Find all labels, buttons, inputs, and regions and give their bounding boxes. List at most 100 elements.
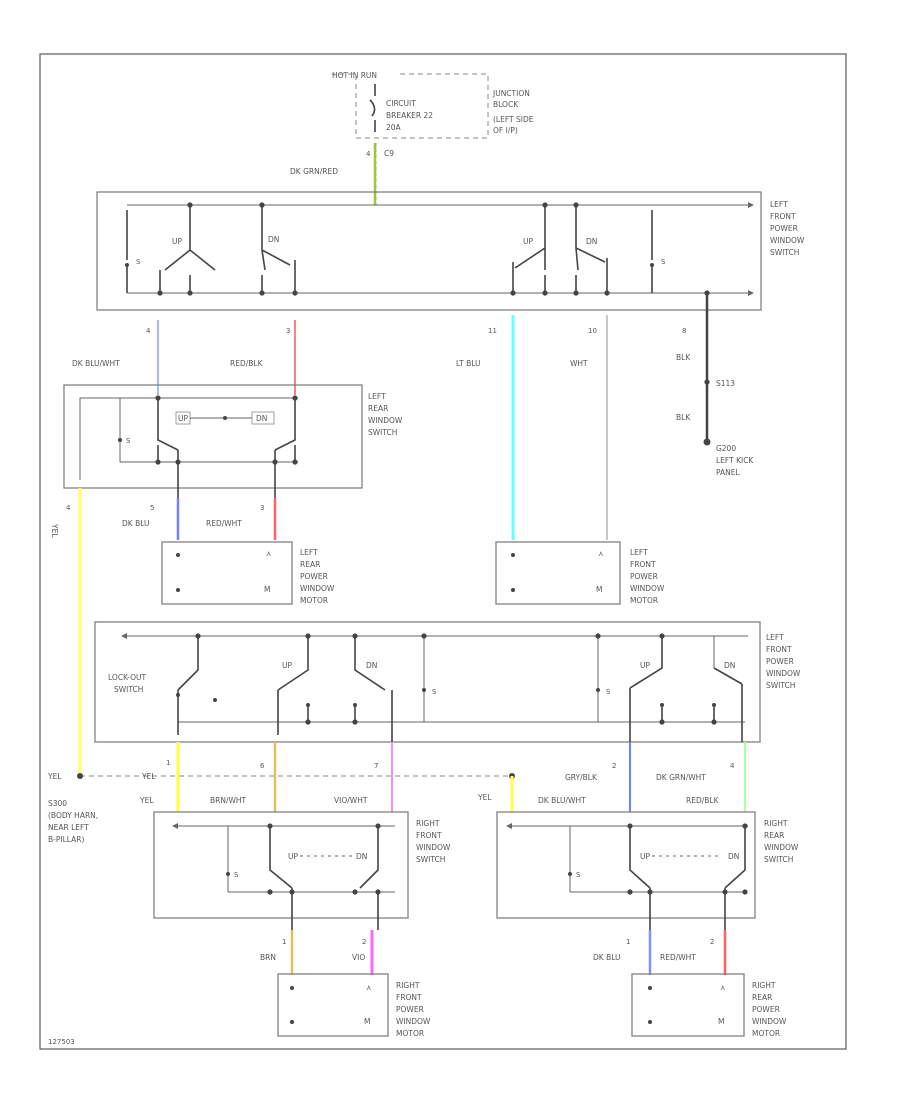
right-front-motor-label-5: MOTOR <box>396 1029 424 1038</box>
svg-text:3: 3 <box>286 327 290 335</box>
supply-wire-label: DK GRN/RED <box>290 167 338 176</box>
right-front-switch-label-2: FRONT <box>416 831 442 840</box>
svg-text:S: S <box>576 871 581 879</box>
right-rear-switch-label-1: RIGHT <box>764 819 788 828</box>
right-front-motor-label-1: RIGHT <box>396 981 420 990</box>
svg-text:DK BLU: DK BLU <box>593 953 621 962</box>
right-rear-switch: S UP DN RIGHT REAR WINDOW SWITCH <box>496 811 799 930</box>
right-front-switch-label-1: RIGHT <box>416 819 440 828</box>
svg-text:10: 10 <box>588 327 597 335</box>
svg-text:SWITCH: SWITCH <box>114 685 143 694</box>
right-front-switch-label-3: WINDOW <box>416 843 451 852</box>
svg-text:DK GRN/WHT: DK GRN/WHT <box>656 773 706 782</box>
svg-text:M: M <box>596 585 602 594</box>
left-front-motor-label-2: FRONT <box>630 560 656 569</box>
svg-text:4: 4 <box>146 327 151 335</box>
svg-text:S: S <box>136 258 141 266</box>
right-rear-motor-label-5: MOTOR <box>752 1029 780 1038</box>
svg-text:BRN: BRN <box>260 953 276 962</box>
svg-text:LOCK-OUT: LOCK-OUT <box>108 673 146 682</box>
svg-text:UP: UP <box>282 661 292 670</box>
wire-lt-blu-label: LT BLU <box>456 359 481 368</box>
ground-point-2: LEFT KICK <box>716 456 754 465</box>
right-front-motor-label-2: FRONT <box>396 993 422 1002</box>
splice-label-2: (BODY HARN, <box>48 811 98 820</box>
lf-switch-top-label-1: LEFT <box>770 200 788 209</box>
top-switch-wires: 4 DK BLU/WHT 3 RED/BLK 11 LT BLU 10 WHT … <box>72 293 754 540</box>
left-front-motor-label-3: POWER <box>630 572 658 581</box>
left-rear-motor-wires: 5 DK BLU 3 RED/WHT 4 YEL <box>50 488 277 776</box>
connector-pin: 4 <box>366 150 371 158</box>
left-front-motor-label-4: WINDOW <box>630 584 665 593</box>
hot-in-run-label: HOT IN RUN <box>332 71 377 80</box>
right-rear-switch-label-3: WINDOW <box>764 843 799 852</box>
svg-text:YEL: YEL <box>141 772 156 781</box>
ground-point-1: G200 <box>716 444 736 453</box>
svg-text:GRY/BLK: GRY/BLK <box>565 773 598 782</box>
left-rear-switch: S UP DN LEFT REAR WINDOW SWITCH <box>63 384 403 500</box>
svg-text:7: 7 <box>374 762 378 770</box>
right-rear-motor-label-1: RIGHT <box>752 981 776 990</box>
right-rear-motor-label-2: REAR <box>752 993 772 1002</box>
svg-text:VIO: VIO <box>352 953 365 962</box>
right-motor-wires: 1 BRN 2 VIO 1 DK BLU 2 RED/WHT <box>260 930 727 975</box>
diagram-frame <box>39 53 847 1050</box>
wire-dk-blu-wht-label: DK BLU/WHT <box>72 359 120 368</box>
svg-text:S: S <box>432 688 437 696</box>
connector-c9: C9 <box>384 149 394 158</box>
left-front-motor-label-1: LEFT <box>630 548 648 557</box>
lf-master-switch-mid: LOCK-OUT SWITCH UP DN S S UP DN LEFT FRO… <box>94 621 801 743</box>
svg-text:DN: DN <box>724 661 735 670</box>
junction-label-3: (LEFT SIDE <box>493 115 534 124</box>
diagram-id: 127503 <box>48 1038 75 1046</box>
right-front-motor-label-4: WINDOW <box>396 1017 431 1026</box>
left-rear-motor-label-4: WINDOW <box>300 584 335 593</box>
svg-text:DN: DN <box>356 852 367 861</box>
svg-text:S: S <box>661 258 666 266</box>
svg-text:UP: UP <box>172 237 182 246</box>
svg-text:4: 4 <box>66 504 71 512</box>
splice-label-1: S300 <box>48 799 67 808</box>
power-source: HOT IN RUN CIRCUIT BREAKER 22 20A JUNCTI… <box>290 71 534 205</box>
left-rear-motor-label-3: POWER <box>300 572 328 581</box>
svg-text:RED/BLK: RED/BLK <box>686 796 720 805</box>
svg-text:⋏: ⋏ <box>720 983 726 992</box>
ground-wire-label-1: BLK <box>676 353 691 362</box>
lf-switch-mid-label-2: FRONT <box>766 645 792 654</box>
svg-text:2: 2 <box>612 762 616 770</box>
left-rear-motor-label-2: REAR <box>300 560 320 569</box>
wire-lr-red-wht: RED/WHT <box>206 519 242 528</box>
svg-text:DN: DN <box>728 852 739 861</box>
svg-text:VIO/WHT: VIO/WHT <box>334 796 368 805</box>
svg-text:8: 8 <box>682 327 686 335</box>
svg-text:⋏: ⋏ <box>266 549 272 558</box>
left-rear-switch-label-2: REAR <box>368 404 388 413</box>
left-rear-switch-label-3: WINDOW <box>368 416 403 425</box>
svg-text:M: M <box>364 1017 370 1026</box>
svg-text:2: 2 <box>362 938 366 946</box>
svg-text:6: 6 <box>260 762 265 770</box>
svg-text:1: 1 <box>626 938 630 946</box>
right-rear-motor: ⋏ M RIGHT REAR POWER WINDOW MOTOR <box>631 973 787 1038</box>
svg-text:S: S <box>606 688 611 696</box>
svg-text:DN: DN <box>268 235 279 244</box>
right-rear-motor-label-4: WINDOW <box>752 1017 787 1026</box>
svg-text:5: 5 <box>150 504 154 512</box>
left-rear-motor-label-5: MOTOR <box>300 596 328 605</box>
svg-text:⋏: ⋏ <box>366 983 372 992</box>
splice-label-4: B-PILLAR) <box>48 835 84 844</box>
svg-text:2: 2 <box>710 938 714 946</box>
lf-master-switch-top: S UP DN UP DN S LEFT FRONT POWER WINDOW … <box>96 191 805 311</box>
svg-text:BRN/WHT: BRN/WHT <box>210 796 247 805</box>
lf-switch-top-label-3: POWER <box>770 224 798 233</box>
breaker-label-3: 20A <box>386 123 402 132</box>
svg-text:DN: DN <box>586 237 597 246</box>
svg-text:S: S <box>234 871 239 879</box>
left-rear-switch-label-1: LEFT <box>368 392 386 401</box>
right-rear-motor-label-3: POWER <box>752 1005 780 1014</box>
svg-text:UP: UP <box>640 852 650 861</box>
svg-text:YEL: YEL <box>47 772 62 781</box>
svg-text:DN: DN <box>256 414 267 423</box>
svg-text:YEL: YEL <box>477 793 492 802</box>
